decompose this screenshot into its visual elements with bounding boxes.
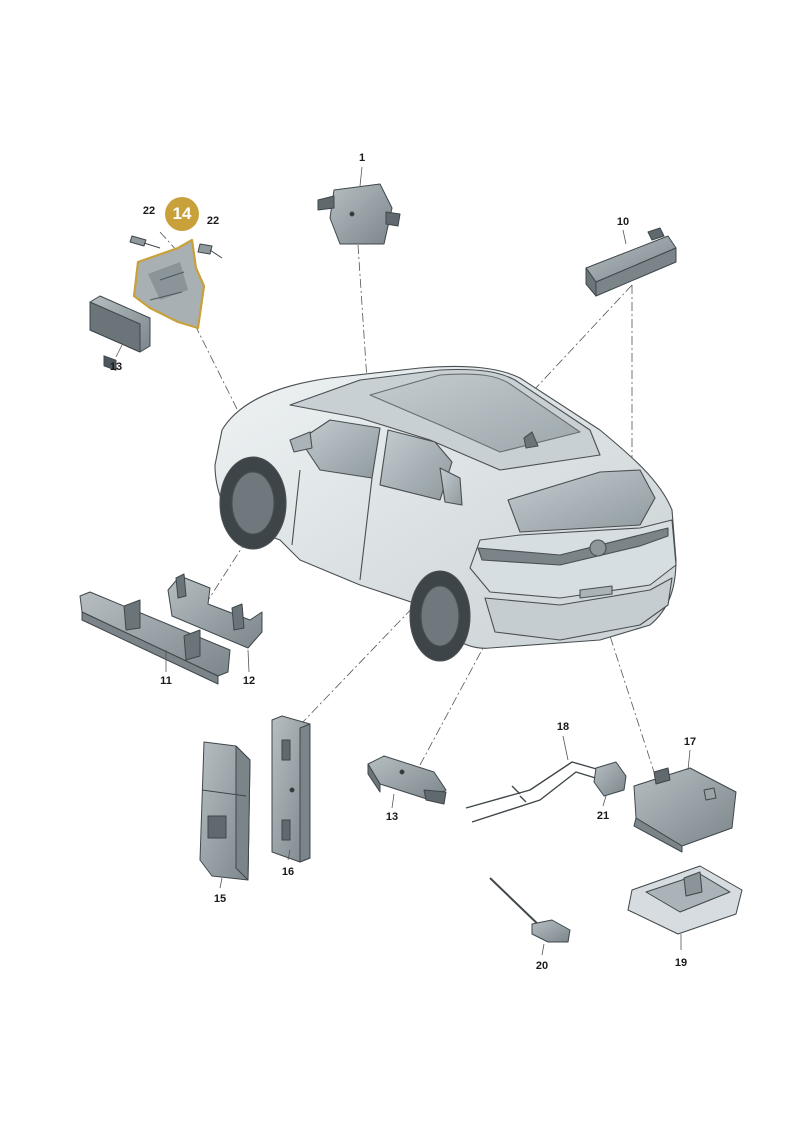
leader-label-20 [541,943,545,956]
car-rear-rim [420,585,460,647]
part-10-antenna-bar [585,227,677,297]
vehicle-illustration [214,365,677,662]
leader-part-14 [194,324,241,416]
label-part-18: 18 [556,721,570,733]
car-front-rim [231,471,275,535]
leader-label-13b [391,793,395,809]
car-logo [589,539,607,557]
leader-label-15 [219,877,223,889]
car-roof-antenna [523,431,539,449]
leader-part-16 [299,599,421,726]
label-part-1: 1 [358,152,366,164]
part-21-connector [593,761,627,797]
part-14-bracket-highlighted [132,238,206,330]
leader-label-17 [687,749,691,771]
leader-label-21 [602,795,607,807]
car-door-line [359,477,373,581]
parts [79,166,743,956]
leader-label-18 [562,735,569,761]
label-part-13-top: 13 [109,361,123,373]
leader-label-1 [359,166,363,187]
label-part-22-right: 22 [206,215,220,227]
label-part-16: 16 [281,866,295,878]
label-part-15: 15 [213,893,227,905]
label-part-22-left: 22 [142,205,156,217]
car-rear-window [507,469,656,533]
leader-label-16 [287,849,291,861]
part-16-plate [271,715,311,863]
leader-part-10 [519,284,633,406]
part-22-screw-right [197,243,223,259]
part-20-cable-tie [489,877,571,943]
label-part-19: 19 [674,957,688,969]
part-11-rail [79,591,231,685]
part-19-cover-tray [627,865,743,935]
part-22-screw-left [129,235,161,249]
car-side-window-front [299,419,381,479]
car-plate-recess [579,585,613,599]
part-18-cable [465,761,603,823]
leader-part-13b [419,634,491,766]
label-part-20: 20 [535,960,549,972]
label-part-12: 12 [242,675,256,687]
part-17-control-box [633,767,737,853]
part-13-module-bottom [367,755,447,805]
leader-label-12 [247,649,250,673]
leader-label-13a [115,344,123,358]
part-12-bracket [167,573,263,649]
car-quarter-window [439,467,463,506]
leader-part-1 [357,244,369,396]
label-part-17: 17 [683,736,697,748]
label-part-21: 21 [596,810,610,822]
label-part-11: 11 [160,675,172,687]
leader-label-10 [622,229,627,245]
car-roof-glass [369,373,581,453]
label-part-14-highlighted: 14 [165,197,199,231]
label-part-13-bottom: 13 [385,811,399,823]
label-part-10: 10 [616,216,630,228]
car-tail-light [477,527,669,566]
car-rear-bumper [484,577,673,641]
part-1-control-unit [317,183,401,245]
car-door-line-2 [291,469,301,546]
car-mirror [289,431,313,453]
part-13-module-top [89,295,151,371]
part-15-module-tall [199,741,251,881]
